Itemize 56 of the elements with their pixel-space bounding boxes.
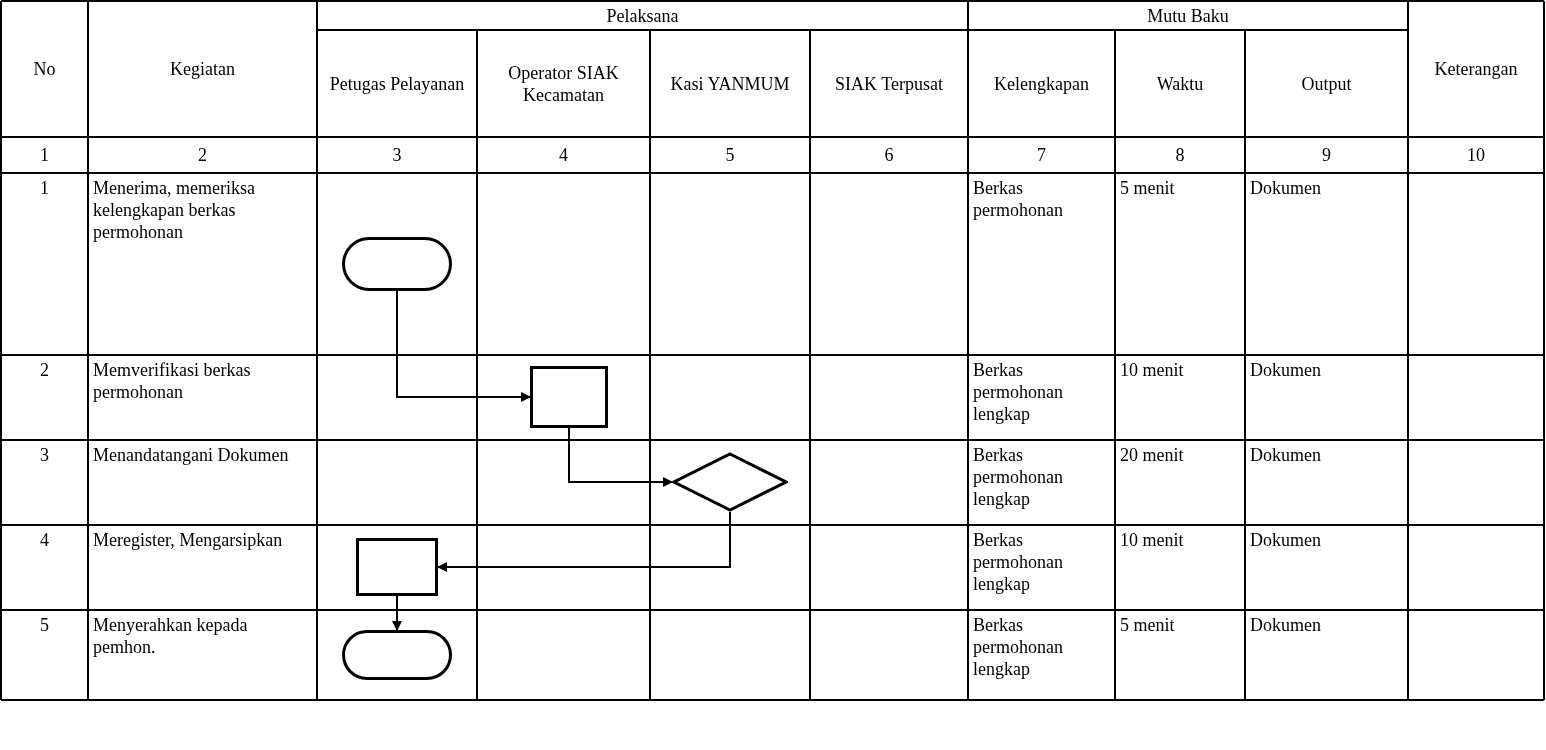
activity-text: Meregister, Mengarsipkan: [93, 530, 283, 550]
time-text: 10 menit: [1120, 360, 1184, 380]
output-text: Dokumen: [1250, 530, 1321, 550]
requirement-text: Berkas permohonan lengkap: [973, 530, 1063, 594]
column-number: 4: [559, 144, 568, 166]
column-number: 1: [40, 144, 49, 166]
decision-diamond: [672, 452, 788, 512]
requirement-text: Berkas permohonan lengkap: [973, 445, 1063, 509]
column-header: Kelengkapan: [994, 72, 1089, 95]
row-number: 2: [40, 360, 49, 380]
terminator-shape: [342, 237, 452, 291]
column-number: 9: [1322, 144, 1331, 166]
column-number: 6: [884, 144, 894, 166]
activity-text: Menandatangani Dokumen: [93, 445, 289, 465]
time-text: 20 menit: [1120, 445, 1184, 465]
activity-text: Memverifikasi berkas permohonan: [93, 360, 251, 402]
arrow: [568, 427, 673, 487]
column-header: No: [33, 58, 56, 80]
output-text: Dokumen: [1250, 615, 1321, 635]
column-header: Mutu Baku: [1147, 4, 1229, 27]
requirement-text: Berkas permohonan lengkap: [973, 615, 1063, 679]
process-box: [356, 538, 438, 596]
column-header: Waktu: [1156, 72, 1204, 95]
row-number: 4: [40, 530, 49, 550]
activity-text: Menerima, memeriksa kelengkapan berkas permohonan: [93, 178, 255, 242]
column-number: 2: [198, 144, 207, 166]
arrow: [437, 511, 731, 572]
column-header: SIAK Terpusat: [835, 72, 943, 95]
output-text: Dokumen: [1250, 360, 1321, 380]
row-number: 1: [40, 178, 49, 198]
column-number: 10: [1467, 144, 1485, 166]
column-header: Kasi YANMUM: [670, 72, 790, 95]
time-text: 5 menit: [1120, 615, 1175, 635]
time-text: 5 menit: [1120, 178, 1175, 198]
column-number: 8: [1175, 144, 1185, 166]
terminator-shape: [342, 630, 452, 680]
column-header: Output: [1301, 72, 1352, 95]
output-text: Dokumen: [1250, 178, 1321, 198]
arrow: [396, 290, 531, 402]
arrow: [392, 595, 402, 631]
column-number: 5: [725, 144, 735, 166]
requirement-text: Berkas permohonan: [973, 178, 1063, 220]
column-header: Pelaksana: [606, 4, 679, 27]
output-text: Dokumen: [1250, 445, 1321, 465]
column-header: Petugas Pelayanan: [329, 72, 465, 95]
row-number: 5: [40, 615, 49, 635]
process-box: [530, 366, 608, 428]
time-text: 10 menit: [1120, 530, 1184, 550]
column-header: Keterangan: [1434, 58, 1518, 80]
row-number: 3: [40, 445, 49, 465]
column-number: 3: [392, 144, 402, 166]
requirement-text: Berkas permohonan lengkap: [973, 360, 1063, 424]
activity-text: Menyerahkan kepada pemhon.: [93, 615, 248, 657]
column-number: 7: [1037, 144, 1046, 166]
column-header: Kegiatan: [170, 58, 235, 80]
column-header: Operator SIAK Kecamatan: [507, 61, 620, 106]
